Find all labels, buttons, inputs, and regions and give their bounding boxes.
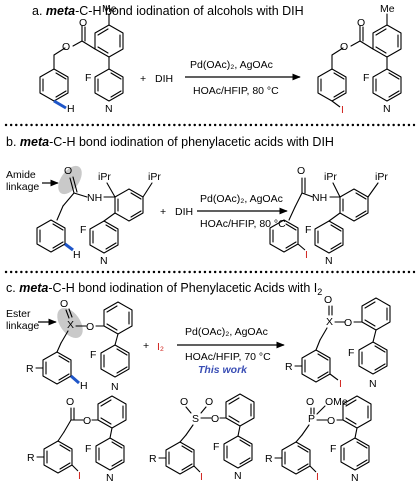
ex2-o-left: O	[180, 396, 188, 408]
section-a-reagent: DIH	[155, 73, 173, 85]
section-a-product: I O O Me F N	[317, 3, 402, 116]
benzoate-ring	[94, 24, 124, 58]
bp-fluoro: F	[305, 224, 311, 236]
ex3-iodo: I	[316, 471, 319, 483]
amide-o: O	[64, 165, 72, 177]
section-b-title: b. meta-C-H bond iodination of phenylace…	[6, 135, 334, 149]
carbonyl-o-label: O	[79, 17, 87, 29]
section-a-conditions-top: Pd(OAc)₂, AgOAc	[190, 59, 273, 71]
section-c-title: c. meta-C-H bond iodination of Phenylace…	[6, 281, 322, 297]
section-b-reactant: Amide linkage O NH H iPr iPr F N	[6, 165, 161, 267]
section-c-reactant: Ester linkage O X O R H F N	[6, 298, 133, 393]
cp-pyridine-n: N	[369, 378, 377, 390]
c-fluoro: F	[90, 349, 96, 361]
c-pyridine-n: N	[111, 381, 119, 393]
ex2-fluoro: F	[213, 441, 219, 453]
ex1-fluoro: F	[85, 443, 91, 455]
ester-annotation-2: linkage	[6, 320, 39, 332]
amide-annotation-1: Amide	[6, 169, 36, 181]
b-h-label: H	[73, 249, 81, 261]
ester-o-label: O	[62, 41, 70, 53]
amide-nh: NH	[87, 192, 102, 204]
iodo-label: I	[341, 104, 344, 116]
ester-annotation-1: Ester	[6, 308, 31, 320]
section-b-conditions-bottom: HOAc/HFIP, 80 °C	[200, 218, 286, 230]
ex3-ester-o: O	[327, 415, 335, 427]
section-c-product: O X O R I F N	[285, 294, 391, 390]
cp-carbonyl-o: O	[324, 294, 332, 306]
b-fluoro: F	[80, 224, 86, 236]
ex3-ome: OMe	[325, 396, 348, 408]
ex1-iodo: I	[78, 470, 81, 482]
product-carbonyl-o: O	[357, 17, 365, 29]
product-ester-o: O	[340, 41, 348, 53]
bp-amide-o: O	[297, 165, 305, 177]
plus-c: +	[143, 340, 149, 352]
pyridine-ring	[94, 68, 124, 102]
section-a-conditions-bottom: HOAc/HFIP, 80 °C	[193, 85, 279, 97]
ex1-carbonyl-o: O	[66, 396, 74, 408]
c-h-label: H	[80, 380, 88, 392]
c-x-label: X	[67, 319, 74, 331]
cp-x-label: X	[326, 316, 333, 328]
h-label: H	[67, 103, 75, 115]
product-fluoro: F	[363, 72, 369, 84]
amide-annotation-2: linkage	[6, 181, 39, 193]
ipr-label-2: iPr	[148, 171, 161, 183]
section-c-reagent: I₂	[157, 341, 164, 353]
ex2-s-label: S	[192, 413, 199, 425]
ex3-r: R	[265, 453, 273, 465]
ex3-p-o: O	[306, 396, 314, 408]
section-b-product: O NH I iPr iPr F N	[269, 165, 388, 267]
ex2-ester-o: O	[211, 413, 219, 425]
plus-a: +	[140, 73, 146, 85]
this-work-label: This work	[198, 364, 248, 376]
benzyl-ring	[39, 68, 69, 102]
ex3-pyridine-n: N	[351, 472, 359, 484]
cp-r-label: R	[285, 361, 293, 373]
section-c-conditions-top: Pd(OAc)₂, AgOAc	[185, 326, 268, 338]
c-r-label: R	[26, 363, 34, 375]
b-pyridine-n: N	[100, 255, 108, 267]
ex1-r: R	[27, 452, 35, 464]
fluoro-label: F	[85, 72, 91, 84]
product-methyl: Me	[380, 3, 395, 15]
methyl-label: Me	[102, 3, 117, 15]
example-product-sulfonyl: O O S O R I F N	[149, 393, 255, 483]
meta-ch-bond	[53, 99, 67, 110]
section-a-title: a. meta-C-H bond iodination of alcohols …	[32, 4, 304, 18]
section-b-reagent: DIH	[175, 206, 193, 218]
ex2-pyridine-n: N	[234, 470, 242, 482]
bp-pyridine-n: N	[325, 255, 333, 267]
ipr-label-1: iPr	[98, 171, 111, 183]
ex3-fluoro: F	[330, 443, 336, 455]
bp-amide-nh: NH	[312, 192, 327, 204]
c-carbonyl-o: O	[60, 298, 68, 310]
example-product-phosphonyl: O P OMe O R I F N	[265, 395, 372, 484]
ex2-iodo: I	[200, 471, 203, 483]
ex1-ester-o: O	[83, 415, 91, 427]
section-a-reactant: H O O Me F N	[39, 3, 124, 115]
cp-iodo: I	[339, 378, 342, 390]
product-pyridine-n: N	[383, 103, 391, 115]
cp-fluoro: F	[348, 347, 354, 359]
bp-iodo: I	[305, 249, 308, 261]
ex2-r: R	[149, 453, 157, 465]
example-product-carbonyl: O O R I F N	[27, 395, 127, 484]
c-ester-o: O	[86, 321, 94, 333]
plus-b: +	[160, 206, 166, 218]
ex2-o-right: O	[205, 396, 213, 408]
ex3-p-label: P	[308, 413, 315, 425]
ester-highlight	[57, 307, 83, 339]
ex1-pyridine-n: N	[106, 472, 114, 484]
bp-ipr-1: iPr	[324, 171, 337, 183]
cp-ester-o: O	[344, 317, 352, 329]
section-c-conditions-bottom: HOAc/HFIP, 70 °C	[185, 351, 271, 363]
section-b-conditions-top: Pd(OAc)₂, AgOAc	[200, 193, 283, 205]
bp-ipr-2: iPr	[375, 171, 388, 183]
pyridine-n-label: N	[105, 103, 113, 115]
